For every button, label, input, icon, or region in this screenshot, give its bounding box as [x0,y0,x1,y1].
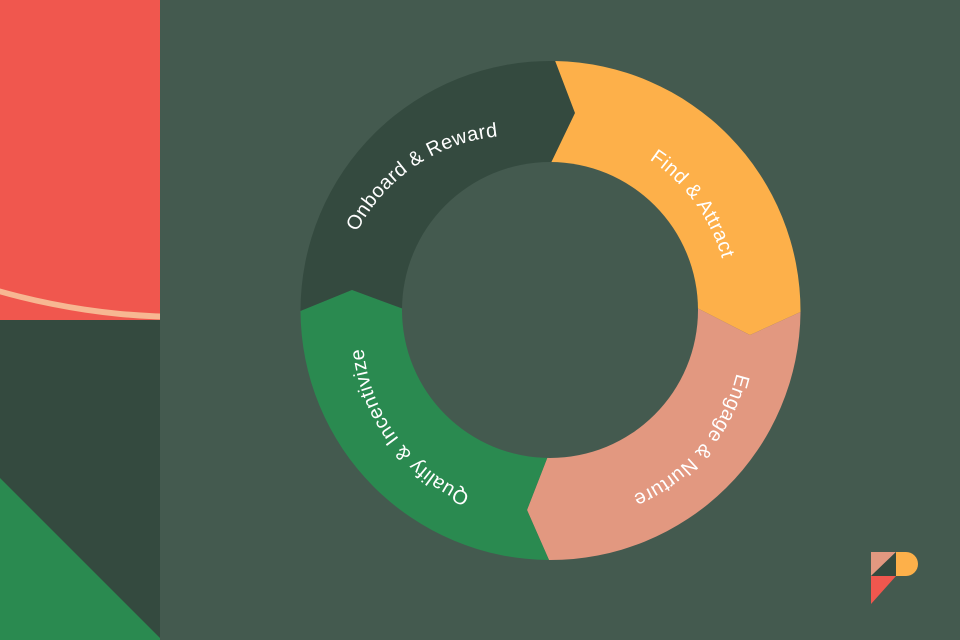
left-decor-panel [0,0,160,640]
logo-red-triangle [871,576,896,604]
decor-green-triangle [0,478,160,640]
segment-qualify-incentivize [300,290,549,560]
logo-orange-bowl [896,552,918,576]
logo-dark-triangle [871,552,896,576]
segment-engage-nurture [527,308,801,561]
cycle-center-hole [402,162,698,458]
segment-find-attract [550,61,801,335]
cycle-ring [300,60,801,561]
decor-coral-arc [0,0,160,314]
segment-onboard-reward [300,60,575,312]
brand-logo-icon [871,552,918,604]
